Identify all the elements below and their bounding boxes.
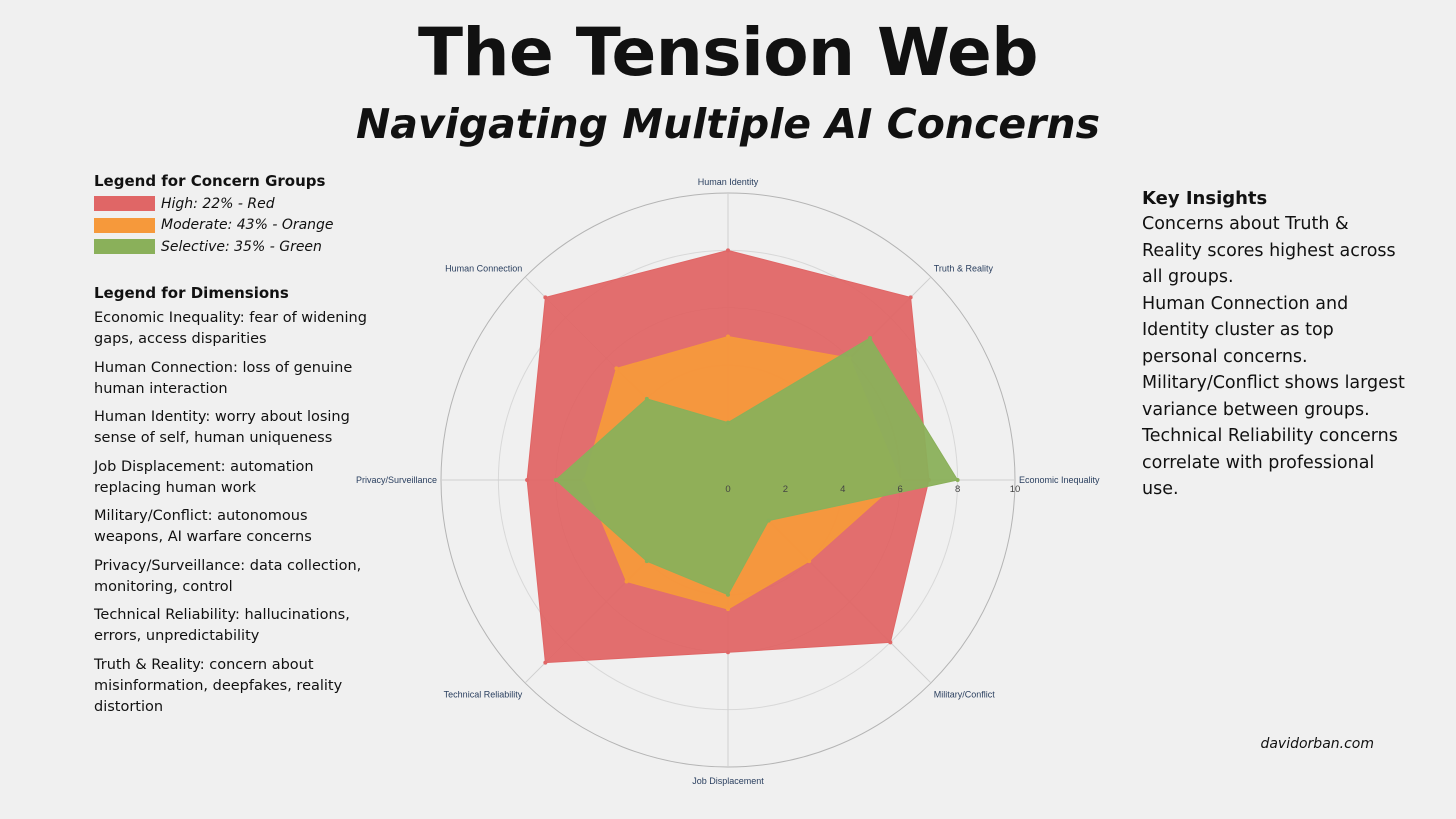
data-point [553,478,558,482]
data-point [614,366,619,371]
insight-item: Technical Reliability concerns correlate… [1142,426,1398,499]
dimension-item: Truth & Reality: concern about misinform… [94,656,343,715]
data-point [726,650,730,655]
concern-group-legend-heading: Legend for Concern Groups [94,172,326,190]
legend-item-moderate: Moderate: 43% - Orange [94,215,394,237]
axis-label: Human Connection [445,263,522,273]
dimension-legend-heading: Legend for Dimensions [94,284,289,302]
legend-label-selective: Selective: 35% - Green [161,238,322,255]
data-point [644,559,649,564]
data-point [644,396,649,401]
axis-label: Privacy/Surveillance [356,475,437,485]
data-point [543,295,548,300]
axis-label: Military/Conflict [934,690,996,700]
key-insights-title: Key Insights [1142,188,1268,209]
dimension-item: Military/Conflict: autonomous weapons, A… [94,508,312,545]
key-insights-panel: Key Insights Concerns about Truth & Real… [1142,188,1412,503]
credit-text: davidorban.com [1260,736,1374,752]
axis-label: Technical Reliability [444,690,523,700]
data-point [888,640,893,645]
data-point [955,478,960,482]
data-point [543,660,548,665]
data-point [624,579,629,584]
legend-swatch-moderate [94,217,155,233]
insight-item: Concerns about Truth & Reality scores hi… [1142,214,1396,287]
insight-item: Military/Conflict shows largest variance… [1142,373,1405,420]
radial-tick-label: 4 [840,484,845,495]
data-point [726,607,730,612]
concern-group-legend: Legend for Concern Groups High: 22% - Re… [94,172,394,258]
dimension-item: Human Connection: loss of genuine human … [94,359,353,397]
dimension-item: Privacy/Surveillance: data collection, m… [94,557,362,595]
radial-tick-label: 10 [1010,484,1021,495]
data-point [726,334,730,339]
legend-label-high: High: 22% - Red [161,195,275,212]
data-point [766,518,771,523]
axis-label: Human Identity [698,177,759,187]
legend-label-moderate: Moderate: 43% - Orange [161,217,334,234]
dimension-legend: Legend for Dimensions Economic Inequalit… [94,284,394,725]
data-point [726,248,730,253]
data-point [726,420,730,425]
dimension-item: Technical Reliability: hallucinations, e… [94,607,350,644]
dimension-item: Job Displacement: automation replacing h… [94,458,314,496]
insight-item: Human Connection and Identity cluster as… [1142,293,1349,367]
data-point [726,592,730,597]
axis-label: Economic Inequality [1019,475,1100,485]
page-subtitle: Navigating Multiple AI Concerns [355,100,1101,148]
radial-tick-label: 0 [725,484,730,495]
data-point [525,478,530,482]
legend-item-selective: Selective: 35% - Green [94,236,394,258]
axis-label: Truth & Reality [934,263,994,273]
dimension-item: Human Identity: worry about losing sense… [94,409,350,446]
dimension-item: Economic Inequality: fear of widening ga… [94,310,367,347]
legend-swatch-high [94,196,155,212]
legend-item-high: High: 22% - Red [94,193,394,215]
radial-tick-label: 8 [955,484,960,495]
legend-swatch-selective [94,239,155,255]
radial-tick-label: 2 [783,484,788,495]
radial-tick-label: 6 [898,484,903,495]
page-title: The Tension Web [418,14,1038,91]
data-point [868,335,873,340]
data-point [908,295,913,300]
axis-label: Job Displacement [692,776,764,786]
data-point [807,559,812,564]
